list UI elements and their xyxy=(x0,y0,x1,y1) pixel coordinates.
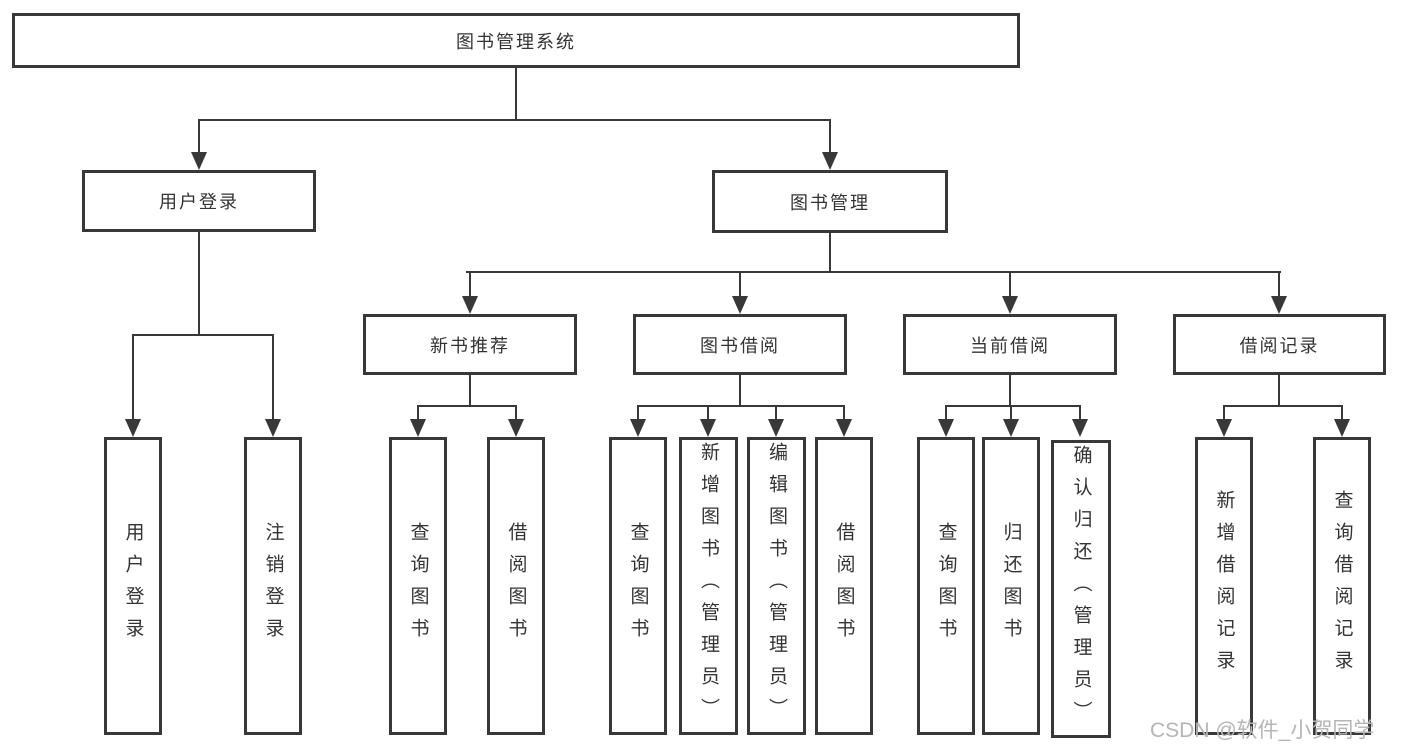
connector-line xyxy=(829,119,831,155)
node-user-login-label: 用户登录 xyxy=(159,192,239,212)
leaf-current-return: 归还图书 xyxy=(982,437,1040,735)
arrowhead-icon xyxy=(630,419,646,437)
arrowhead-icon xyxy=(1271,296,1287,314)
leaf-borrow-query: 查询图书 xyxy=(609,437,667,735)
leaf-current-confirm-admin: 确认归还（管理员） xyxy=(1051,440,1111,738)
arrowhead-icon xyxy=(1003,419,1019,437)
connector-line xyxy=(829,233,831,272)
arrowhead-icon xyxy=(462,296,478,314)
arrowhead-icon xyxy=(508,419,524,437)
connector-line xyxy=(637,405,845,407)
node-current-borrow-label: 当前借阅 xyxy=(970,335,1050,356)
watermark: CSDN @软件_小贺同学 xyxy=(1150,719,1375,742)
connector-line xyxy=(843,405,845,421)
arrowhead-icon xyxy=(938,419,954,437)
leaf-newbooks-borrow: 借阅图书 xyxy=(487,437,545,735)
leaf-borrow-borrow: 借阅图书 xyxy=(815,437,873,735)
node-borrow-records: 借阅记录 xyxy=(1173,314,1386,375)
connector-line xyxy=(469,375,471,406)
connector-line xyxy=(132,334,134,421)
leaf-records-add: 新增借阅记录 xyxy=(1195,437,1253,735)
leaf-newbooks-query: 查询图书 xyxy=(389,437,447,735)
arrowhead-icon xyxy=(1334,419,1350,437)
leaf-label: 确认归还（管理员） xyxy=(1070,445,1092,733)
arrowhead-icon xyxy=(265,419,281,437)
connector-line xyxy=(198,232,200,335)
arrowhead-icon xyxy=(768,419,784,437)
connector-line xyxy=(1341,405,1343,421)
arrowhead-icon xyxy=(1072,419,1088,437)
connector-line xyxy=(272,334,274,421)
arrowhead-icon xyxy=(1002,296,1018,314)
leaf-label: 查询图书 xyxy=(935,522,957,650)
connector-line xyxy=(198,119,200,155)
arrowhead-icon xyxy=(822,152,838,170)
arrowhead-icon xyxy=(125,419,141,437)
arrowhead-icon xyxy=(1216,419,1232,437)
connector-line xyxy=(1278,271,1280,298)
connector-line xyxy=(1010,405,1012,421)
connector-line xyxy=(945,405,947,421)
leaf-label: 查询图书 xyxy=(407,522,429,650)
leaf-records-query: 查询借阅记录 xyxy=(1313,437,1371,735)
node-new-books: 新书推荐 xyxy=(363,314,577,375)
node-current-borrow: 当前借阅 xyxy=(903,314,1117,375)
leaf-label: 新增图书（管理员） xyxy=(698,442,719,730)
node-root: 图书管理系统 xyxy=(12,13,1020,68)
leaf-label: 用户登录 xyxy=(122,522,144,650)
connector-line xyxy=(637,405,639,421)
leaf-label: 借阅图书 xyxy=(833,522,855,650)
leaf-label: 借阅图书 xyxy=(505,522,527,650)
connector-line xyxy=(1009,375,1011,406)
node-root-label: 图书管理系统 xyxy=(456,31,576,52)
arrowhead-icon xyxy=(700,419,716,437)
node-new-books-label: 新书推荐 xyxy=(430,335,510,356)
leaf-label: 新增借阅记录 xyxy=(1213,490,1235,682)
leaf-borrow-edit-admin: 编辑图书（管理员） xyxy=(747,437,806,735)
leaf-user-login: 用户登录 xyxy=(104,437,162,735)
node-user-login: 用户登录 xyxy=(82,170,316,232)
connector-line xyxy=(739,271,741,298)
connector-line xyxy=(1009,271,1011,298)
connector-line xyxy=(1223,405,1225,421)
arrowhead-icon xyxy=(191,152,207,170)
leaf-label: 查询图书 xyxy=(627,522,649,650)
connector-line xyxy=(775,405,777,421)
node-book-borrow: 图书借阅 xyxy=(633,314,847,375)
leaf-label: 归还图书 xyxy=(1000,522,1022,650)
node-book-mgmt: 图书管理 xyxy=(712,170,948,233)
connector-line xyxy=(466,271,1281,273)
leaf-label: 编辑图书（管理员） xyxy=(766,442,787,730)
node-borrow-records-label: 借阅记录 xyxy=(1239,335,1320,356)
node-book-borrow-label: 图书借阅 xyxy=(700,335,780,356)
leaf-logout: 注销登录 xyxy=(244,437,302,735)
connector-line xyxy=(707,405,709,421)
connector-line xyxy=(469,271,471,298)
connector-line xyxy=(945,405,1081,407)
leaf-label: 注销登录 xyxy=(262,522,284,650)
connector-line xyxy=(739,375,741,406)
leaf-current-query: 查询图书 xyxy=(917,437,975,735)
connector-line xyxy=(515,68,517,120)
arrowhead-icon xyxy=(836,419,852,437)
connector-line xyxy=(132,334,274,336)
connector-line xyxy=(515,405,517,421)
connector-line xyxy=(1223,405,1343,407)
connector-line xyxy=(198,119,831,121)
leaf-borrow-add-admin: 新增图书（管理员） xyxy=(679,437,738,735)
node-book-mgmt-label: 图书管理 xyxy=(790,192,870,213)
arrowhead-icon xyxy=(732,296,748,314)
leaf-label: 查询借阅记录 xyxy=(1331,490,1353,682)
connector-line xyxy=(417,405,419,421)
connector-line xyxy=(1079,405,1081,421)
arrowhead-icon xyxy=(410,419,426,437)
connector-line xyxy=(417,405,517,407)
connector-line xyxy=(1278,375,1280,406)
